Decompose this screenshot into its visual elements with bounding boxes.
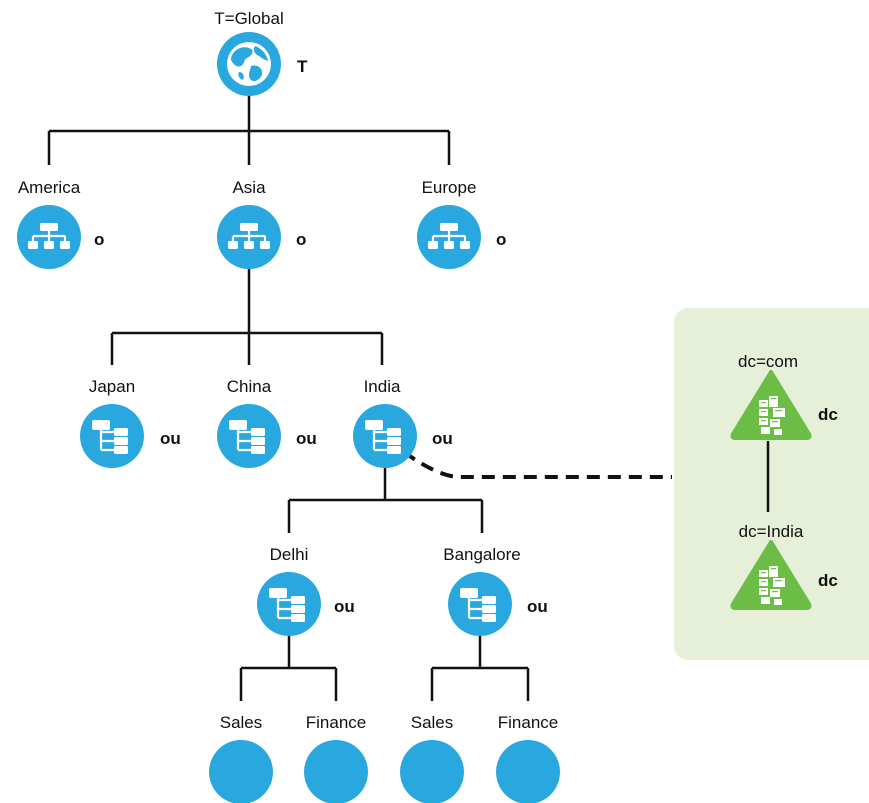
org-node-asia[interactable]: Asia o [217, 178, 306, 269]
ou-node-india[interactable]: India ou [353, 377, 453, 468]
org-node-europe[interactable]: Europe o [417, 178, 506, 269]
leaf-node-bangalore-sales[interactable]: Sales [400, 713, 464, 803]
node-type: o [296, 230, 306, 249]
ou-node-china[interactable]: China ou [217, 377, 317, 468]
node-type: o [496, 230, 506, 249]
leaf-node-delhi-finance[interactable]: Finance [304, 713, 368, 803]
node-label: Sales [220, 713, 263, 732]
node-type: ou [334, 597, 355, 616]
node-label: Asia [232, 178, 266, 197]
node-label: Finance [498, 713, 558, 732]
node-type: ou [527, 597, 548, 616]
node-type: ou [432, 429, 453, 448]
node-type: T [297, 57, 308, 76]
node-label: India [364, 377, 401, 396]
node-label: T=Global [214, 9, 283, 28]
node-label: Delhi [270, 545, 309, 564]
node-label: Sales [411, 713, 454, 732]
node-label: Japan [89, 377, 135, 396]
node-type: dc [818, 571, 838, 590]
dashed-link [402, 450, 672, 480]
node-label: Bangalore [443, 545, 521, 564]
node-label: America [18, 178, 81, 197]
node-label: dc=India [739, 522, 804, 541]
node-type: ou [160, 429, 181, 448]
node-type: o [94, 230, 104, 249]
ou-node-japan[interactable]: Japan ou [80, 377, 181, 468]
tree-connectors [47, 94, 770, 701]
globe-icon [227, 42, 271, 86]
leaf-node-delhi-sales[interactable]: Sales [209, 713, 273, 803]
org-node-america[interactable]: America o [17, 178, 104, 269]
node-label: China [227, 377, 272, 396]
ou-node-delhi[interactable]: Delhi ou [257, 545, 355, 636]
dc-node-com[interactable]: dc=com dc [730, 352, 838, 440]
node-label: dc=com [738, 352, 798, 371]
ou-node-bangalore[interactable]: Bangalore ou [443, 545, 548, 636]
leaf-node-bangalore-finance[interactable]: Finance [496, 713, 560, 803]
root-node[interactable]: T=Global T [214, 9, 308, 96]
node-type: dc [818, 405, 838, 424]
node-type: ou [296, 429, 317, 448]
node-label: Finance [306, 713, 366, 732]
dc-node-india[interactable]: dc=India dc [730, 522, 838, 610]
domain-panel [674, 308, 869, 660]
node-label: Europe [422, 178, 477, 197]
